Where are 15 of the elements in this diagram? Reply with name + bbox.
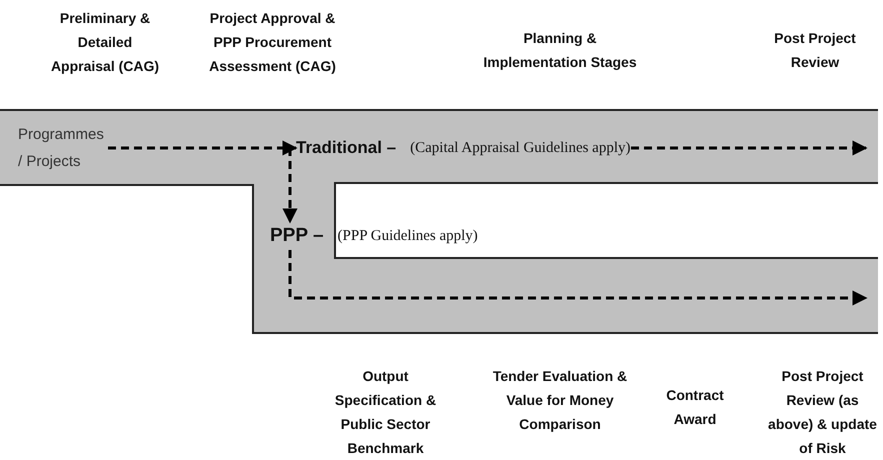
dashed-arrow [631,140,868,156]
route-label: PPP – [270,225,324,247]
guidelines-note: (Capital Appraisal Guidelines apply) [410,140,631,156]
dashed-arrow [288,250,868,306]
stage-label: Post Project Review [773,29,857,72]
stage-label: Project Approval & PPP Procurement Assessment (CAG) [208,9,337,76]
guidelines-note: (PPP Guidelines apply) [338,228,478,244]
stage-label: Preliminary & Detailed Appraisal (CAG) [50,9,160,76]
start-label: Programmes / Projects [18,125,105,172]
stage-label: Output Specification & Public Sector Benchmark [334,367,438,458]
route-label: Traditional – [296,138,396,158]
stage-label: Contract Award [665,386,725,429]
stage-label: Post Project Review (as above) & update of Risk [767,367,878,458]
stage-label: Planning & Implementation Stages [482,29,638,72]
stage-label: Tender Evaluation & Value for Money Comparison [492,367,628,434]
